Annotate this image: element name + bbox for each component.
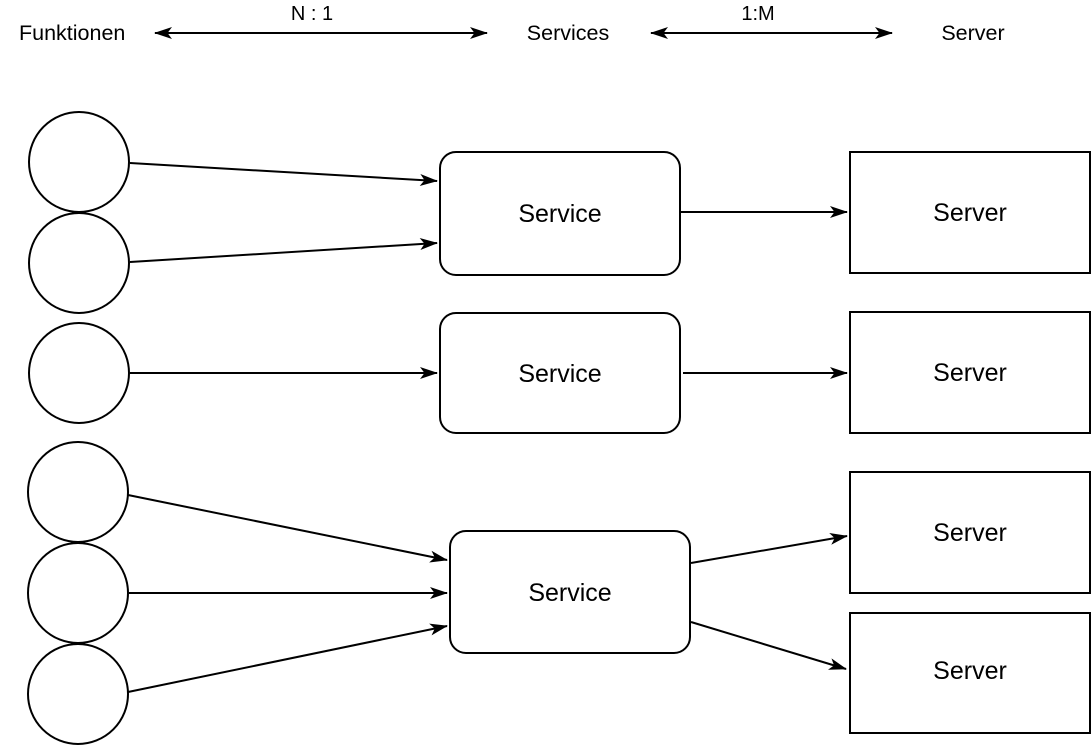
service-box: [439, 151, 681, 276]
server-box-label: Server: [933, 519, 1007, 547]
function-circle: [28, 322, 130, 424]
server-box: [849, 151, 1091, 274]
connector-arrow: [127, 494, 448, 563]
relation-label-1-m: 1:M: [741, 3, 774, 25]
column-label-services: Services: [527, 21, 609, 45]
function-circle: [27, 441, 129, 543]
relation-label-n-1: N : 1: [291, 3, 333, 25]
column-label-server: Server: [941, 21, 1004, 45]
server-box-label: Server: [933, 359, 1007, 387]
function-circle: [28, 111, 130, 213]
connector-arrow: [690, 532, 848, 564]
service-box: [439, 312, 681, 434]
service-box-label: Service: [528, 579, 611, 607]
service-box-label: Service: [518, 360, 601, 388]
server-box-label: Server: [933, 657, 1007, 685]
server-box: [849, 612, 1091, 734]
mapping-group-3: Service Server Server: [27, 441, 1091, 745]
function-circle: [28, 212, 130, 314]
service-box-label: Service: [518, 200, 601, 228]
mapping-group-1: Service Server: [28, 111, 1091, 314]
mapping-group-2: Service Server: [28, 311, 1091, 434]
diagram-header: Funktionen N : 1 Services 1:M Server: [19, 3, 1005, 45]
connector-arrow: [129, 162, 438, 186]
connector-arrow: [129, 238, 438, 263]
function-circle: [27, 643, 129, 745]
column-label-funktionen: Funktionen: [19, 21, 125, 45]
server-box: [849, 311, 1091, 434]
server-box-label: Server: [933, 199, 1007, 227]
server-box: [849, 471, 1091, 594]
service-box: [449, 530, 691, 654]
function-circle: [27, 542, 129, 644]
connector-arrow: [690, 621, 847, 670]
connector-arrow: [127, 623, 448, 693]
